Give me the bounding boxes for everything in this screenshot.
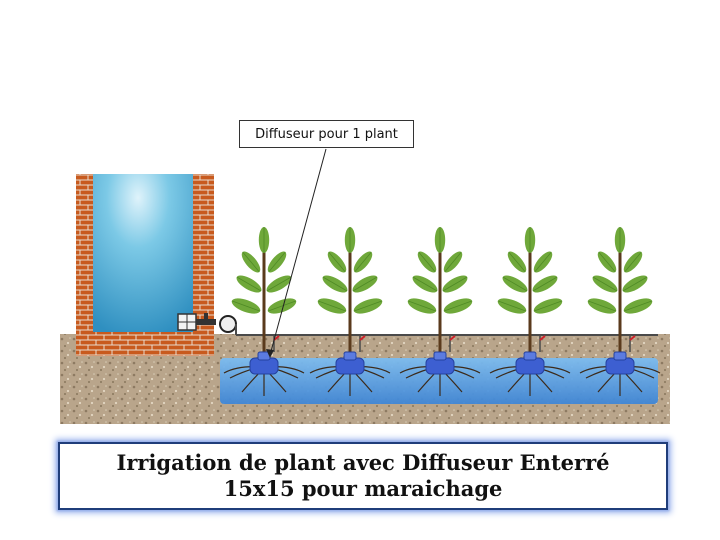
plant-4 — [489, 227, 571, 396]
diffuser — [425, 335, 456, 375]
plant-2 — [309, 227, 391, 396]
water-zone — [220, 358, 658, 404]
leaves — [497, 227, 563, 314]
water-tank — [76, 174, 214, 356]
caption-box: Irrigation de plant avec Diffuseur Enter… — [58, 442, 668, 510]
diffuser-callout: Diffuseur pour 1 plant — [239, 120, 414, 148]
leaves — [587, 227, 653, 314]
diffuser — [335, 335, 366, 375]
diffuser — [515, 335, 546, 375]
diffuser — [605, 335, 636, 375]
caption-line-2: 15x15 pour maraichage — [223, 476, 503, 501]
diffuser — [249, 335, 280, 375]
leaves — [407, 227, 473, 314]
plant-1 — [223, 227, 305, 396]
callout-pointer — [266, 148, 327, 358]
caption-line-1: Irrigation de plant avec Diffuseur Enter… — [116, 450, 610, 475]
plants-row — [223, 227, 661, 396]
plant-5 — [579, 227, 661, 396]
valve-assembly — [177, 313, 237, 335]
callout-label: Diffuseur pour 1 plant — [255, 126, 398, 142]
leaves — [231, 227, 297, 314]
plant-3 — [399, 227, 481, 396]
leaves — [317, 227, 383, 314]
